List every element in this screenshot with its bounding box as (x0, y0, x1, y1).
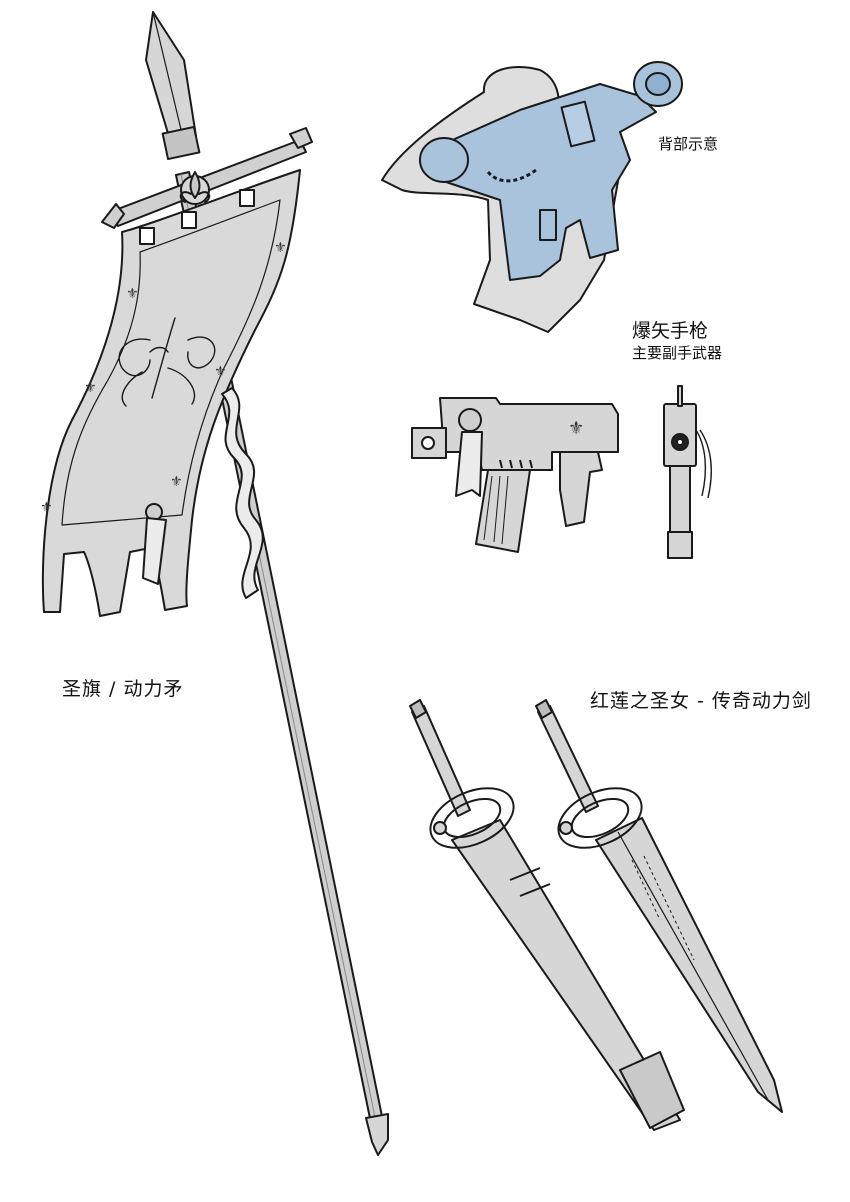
pistol-grip (559, 451, 603, 527)
crossbar-finial-right (289, 127, 313, 149)
bolt-pistol-subtitle: 主要副手武器 (632, 344, 723, 362)
banner-inner-border (61, 199, 281, 526)
banner-spear-illustration: ⚜ ⚜ ⚜ ⚜ ⚜ ⚜ (40, 11, 389, 1156)
front-pistol-magazine (669, 465, 691, 533)
sword-grip-2 (537, 705, 599, 813)
back-pistol-rear-drum (419, 137, 469, 183)
back-pistol-seal (539, 209, 557, 241)
power-sword (535, 699, 783, 1113)
pistol-fleur: ⚜ (568, 418, 584, 439)
spear-butt-cap (365, 1113, 389, 1156)
bolt-pistol-front-view (663, 385, 712, 559)
sheathed-sword (409, 699, 685, 1131)
banner-cloth (41, 169, 301, 617)
pistol-purity-ribbon (455, 431, 483, 497)
sword-blade (595, 817, 783, 1113)
bolt-pistol-title: 爆矢手枪 (632, 320, 709, 342)
scabbard (451, 819, 681, 1131)
small-fleur-4: ⚜ (214, 364, 227, 380)
crossbar-finial-left (101, 203, 125, 229)
small-fleur-3: ⚜ (84, 380, 97, 396)
banner-loop-1 (139, 227, 155, 245)
back-view-label: 背部示意 (658, 135, 719, 153)
power-sword-label: 红莲之圣女 - 传奇动力剑 (590, 690, 812, 712)
small-fleur-1: ⚜ (126, 286, 139, 302)
shaft-ribbon (221, 387, 264, 599)
small-fleur-5: ⚜ (170, 474, 183, 490)
banner-spear-label: 圣旗 / 动力矛 (62, 678, 184, 700)
banner-loop-3 (239, 189, 255, 207)
pistol-seal-disc (458, 408, 482, 432)
spear-collar (161, 125, 201, 161)
sword-guard-2 (557, 787, 643, 849)
banner-loop-2 (181, 211, 197, 229)
sword-guard-1 (429, 787, 515, 849)
pistol-magazine (475, 469, 531, 553)
banner-center-emblem (118, 317, 216, 407)
sword-grip-1 (411, 705, 471, 817)
back-view-illustration (381, 61, 683, 333)
scabbard-tip (619, 1051, 685, 1129)
purity-seal-banner (142, 503, 167, 585)
small-fleur-2: ⚜ (274, 240, 287, 256)
spear-head (145, 11, 197, 141)
bolt-pistol-side-view: ⚜ (411, 397, 619, 553)
small-fleur-6: ⚜ (40, 500, 53, 516)
fleur-de-lis-ornament (179, 171, 211, 205)
